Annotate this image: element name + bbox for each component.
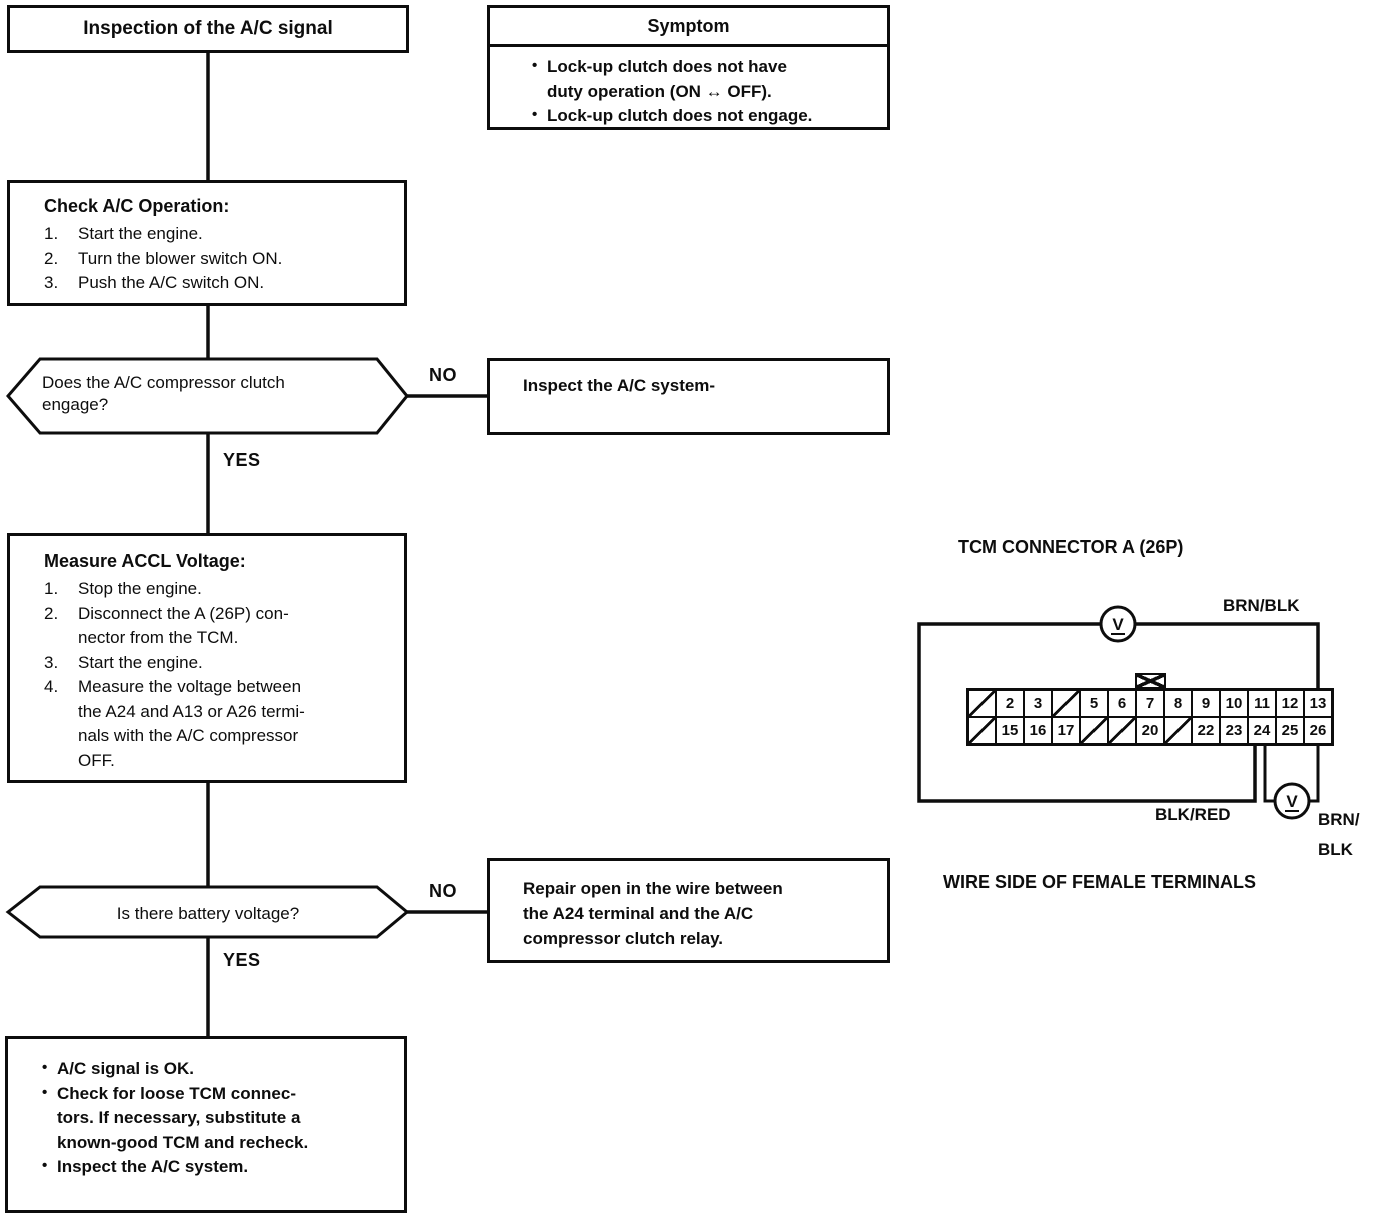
step-item: Push the A/C switch ON. — [44, 271, 265, 295]
pin-cell: 11 — [1248, 690, 1276, 717]
voltmeter-icon-top: V — [1099, 605, 1137, 643]
voltmeter-icon-bottom: V — [1273, 782, 1311, 820]
inspect-system-label: Inspect the A/C system- — [523, 376, 716, 395]
decision-clutch-yes-label: YES — [223, 450, 261, 470]
decision-voltage-yes-label: YES — [223, 950, 261, 970]
pin-cell: 17 — [1052, 717, 1080, 744]
pin-cell-blank — [968, 717, 996, 744]
pin-cell: 23 — [1220, 717, 1248, 744]
pin-cell: 15 — [996, 717, 1024, 744]
voltmeter-v-glyph: V — [1112, 615, 1124, 634]
check-operation-box: Check A/C Operation: Start the engine. T… — [7, 180, 407, 306]
pin-cell: 26 — [1304, 717, 1332, 744]
flow-connector-lines — [206, 52, 489, 1039]
measure-voltage-box: Measure ACCL Voltage: Stop the engine. D… — [7, 533, 407, 783]
pin-cell: 22 — [1192, 717, 1220, 744]
pin-cell-blank — [968, 690, 996, 717]
decision-clutch-hexagon — [6, 357, 409, 435]
symptom-item: Lock-up clutch does not engage. — [532, 103, 879, 129]
result-item: Inspect the A/C system. — [42, 1154, 398, 1180]
tcm-connector-caption: WIRE SIDE OF FEMALE TERMINALS — [943, 872, 1256, 892]
page-title: Inspection of the A/C signal — [83, 18, 333, 39]
check-operation-title: Check A/C Operation: — [44, 196, 230, 216]
pin-cell: 25 — [1276, 717, 1304, 744]
measure-voltage-steps: Stop the engine. Disconnect the A (26P) … — [44, 577, 398, 773]
pin-cell: 7 — [1136, 690, 1164, 717]
pin-cell: 13 — [1304, 690, 1332, 717]
meter-loop-wire-a24-a13 — [917, 622, 1320, 803]
tcm-connector-title: TCM CONNECTOR A (26P) — [958, 537, 1184, 557]
voltmeter-v-glyph: V — [1286, 792, 1298, 811]
connector-keyway-icon — [1135, 673, 1166, 689]
symptom-header-label: Symptom — [647, 15, 730, 36]
pin-cell-blank — [1080, 717, 1108, 744]
wire-label-brn-blk-bottom: BRN/ BLK — [1318, 810, 1360, 859]
pin-cell: 5 — [1080, 690, 1108, 717]
result-list: A/C signal is OK. Check for loose TCM co… — [42, 1056, 398, 1180]
symptom-header: Symptom — [490, 8, 887, 47]
decision-voltage-no-label: NO — [429, 881, 457, 901]
tcm-connector-pin-grid: 2 3 5 6 7 8 9 10 11 12 13 15 16 17 20 22… — [966, 688, 1334, 746]
result-item: A/C signal is OK. — [42, 1056, 398, 1082]
pin-cell: 9 — [1192, 690, 1220, 717]
pin-cell: 12 — [1276, 690, 1304, 717]
pin-cell-blank — [1052, 690, 1080, 717]
pin-cell: 6 — [1108, 690, 1136, 717]
check-operation-steps: Start the engine. Turn the blower switch… — [44, 222, 396, 296]
step-item: Start the engine. — [44, 651, 203, 675]
decision-clutch-question: Does the A/C compressor clutch engage? — [42, 373, 285, 414]
step-item: Start the engine. — [44, 222, 203, 246]
pin-cell: 16 — [1024, 717, 1052, 744]
measure-voltage-title: Measure ACCL Voltage: — [44, 551, 246, 571]
inspect-system-box: Inspect the A/C system- — [487, 358, 890, 435]
pin-cell: 10 — [1220, 690, 1248, 717]
decision-voltage-question: Is there battery voltage? — [116, 904, 300, 923]
pin-cell: 3 — [1024, 690, 1052, 717]
decision-voltage-hexagon — [5, 885, 410, 939]
result-box: A/C signal is OK. Check for loose TCM co… — [5, 1036, 407, 1213]
decision-clutch-no-label: NO — [429, 365, 457, 385]
wire-label-brn-blk-top: BRN/BLK — [1223, 596, 1300, 615]
pin-cell-blank — [1108, 717, 1136, 744]
result-item: Check for loose TCM connec- tors. If nec… — [42, 1081, 398, 1156]
pin-cell: 24 — [1248, 717, 1276, 744]
step-item: Turn the blower switch ON. — [44, 247, 283, 271]
repair-open-box: Repair open in the wire between the A24 … — [487, 858, 890, 963]
pin-cell-blank — [1164, 717, 1192, 744]
symptom-item: Lock-up clutch does not have duty operat… — [532, 54, 879, 104]
symptom-box: Symptom Lock-up clutch does not have dut… — [487, 5, 890, 130]
wire-label-blk-red: BLK/RED — [1155, 805, 1231, 824]
pin-cell: 20 — [1136, 717, 1164, 744]
step-item: Disconnect the A (26P) con- nector from … — [44, 602, 289, 648]
title-box: Inspection of the A/C signal — [7, 5, 409, 53]
step-item: Measure the voltage between the A24 and … — [44, 675, 305, 770]
pin-cell: 2 — [996, 690, 1024, 717]
pin-cell: 8 — [1164, 690, 1192, 717]
symptom-list: Lock-up clutch does not have duty operat… — [490, 47, 887, 129]
step-item: Stop the engine. — [44, 577, 202, 601]
